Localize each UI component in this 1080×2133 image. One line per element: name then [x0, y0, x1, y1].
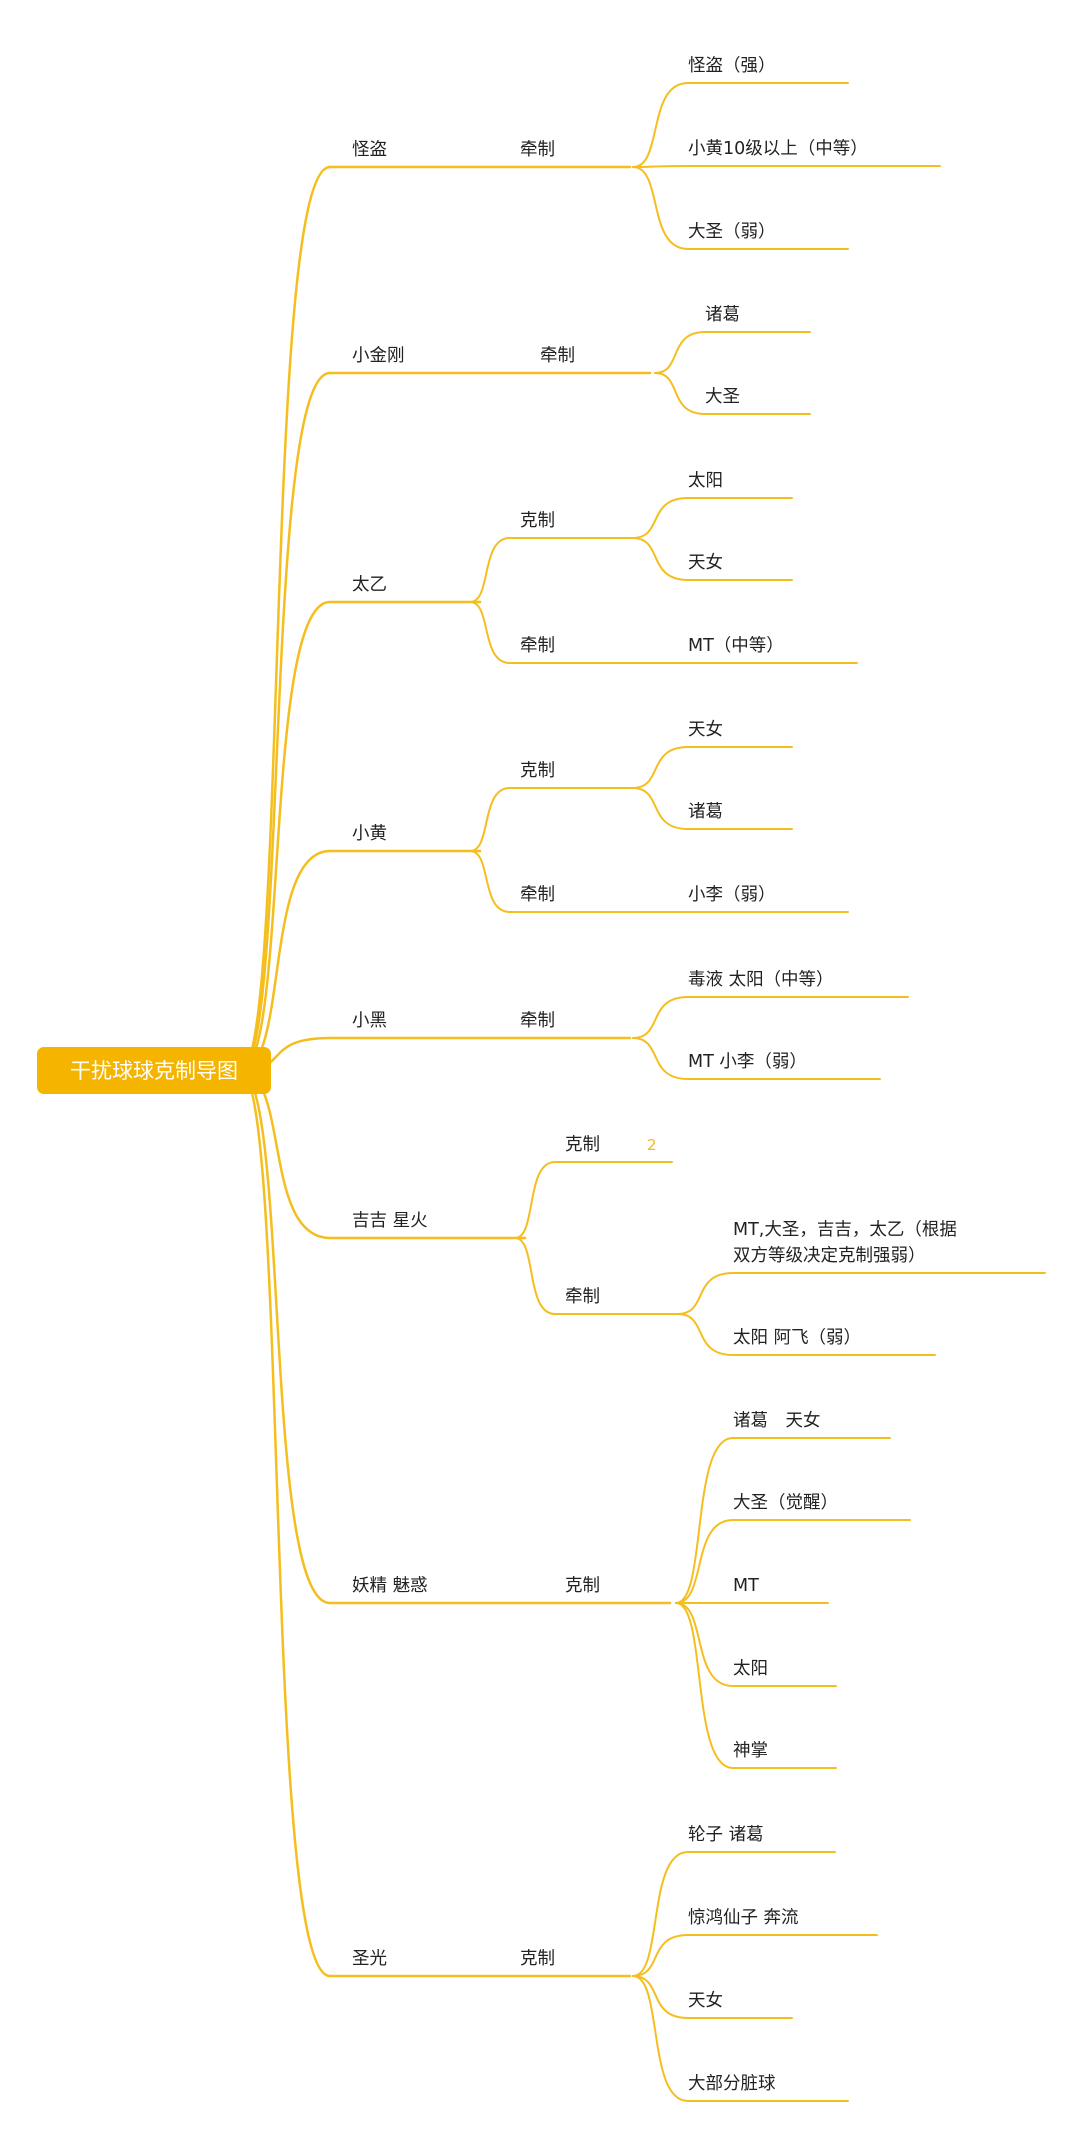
relation-connector-jiji-xinghuo-1 — [514, 1237, 556, 1315]
relation-holy-light-0[interactable]: 克制 — [520, 1949, 555, 1969]
target-node[interactable]: 太阳 — [733, 1659, 768, 1679]
target-node[interactable]: 大圣（觉醒） — [733, 1493, 838, 1513]
relation-taiyi-0[interactable]: 克制 — [520, 511, 555, 531]
target-node[interactable]: MT — [733, 1576, 759, 1596]
target-node[interactable]: 大部分脏球 — [688, 2074, 776, 2094]
target-node[interactable]: 诸葛 — [688, 802, 723, 822]
target-node[interactable]: MT 小李（弱） — [688, 1052, 807, 1072]
target-node[interactable]: 天女 — [688, 553, 723, 573]
target-node[interactable]: 大圣（弱） — [688, 222, 776, 242]
root-node-label: 干扰球球克制导图 — [70, 1059, 238, 1083]
branch-jiji-xinghuo[interactable]: 吉吉 星火 — [352, 1211, 428, 1231]
target-connector-thief-0-1 — [632, 165, 689, 168]
target-connector-holy-light-0-1 — [632, 1934, 689, 1977]
branch-xiaohuang[interactable]: 小黄 — [352, 824, 387, 844]
branch-connector-holy-light — [238, 1069, 332, 1978]
target-connector-fairy-charm-0-1 — [675, 1519, 734, 1604]
relation-connector-taiyi-1 — [469, 601, 511, 664]
target-node[interactable]: 小李（弱） — [688, 885, 776, 905]
target-node[interactable]: 怪盗（强） — [688, 56, 776, 76]
target-connector-thief-0-0 — [632, 82, 689, 168]
relation-xiaohei-0[interactable]: 牵制 — [520, 1011, 555, 1031]
branch-connector-thief — [238, 165, 332, 1073]
target-connector-taiyi-0-0 — [632, 497, 689, 539]
target-node[interactable]: 太阳 阿飞（弱） — [733, 1328, 861, 1348]
target-node[interactable]: 诸葛 天女 — [733, 1411, 821, 1431]
branch-connector-fairy-charm — [238, 1069, 332, 1605]
target-node[interactable]: 大圣 — [705, 387, 740, 407]
relation-jiji-xinghuo-1[interactable]: 牵制 — [565, 1287, 600, 1307]
target-connector-xiaohuang-0-1 — [632, 787, 689, 830]
branch-taiyi[interactable]: 太乙 — [352, 575, 387, 595]
target-connector-xiaohuang-0-0 — [632, 746, 689, 789]
target-connector-xiaohei-0-0 — [632, 996, 689, 1039]
target-node[interactable]: 惊鸿仙子 奔流 — [688, 1908, 799, 1928]
target-connector-fairy-charm-0-3 — [675, 1602, 734, 1687]
branch-fairy-charm[interactable]: 妖精 魅惑 — [352, 1576, 428, 1596]
target-connector-jiji-xinghuo-1-0 — [677, 1272, 734, 1315]
relation-thief-0[interactable]: 牵制 — [520, 140, 555, 160]
branch-little-kingkong[interactable]: 小金刚 — [352, 346, 405, 366]
target-connector-holy-light-0-2 — [632, 1975, 689, 2019]
count-badge: 2 — [647, 1136, 657, 1154]
relation-xiaohuang-1[interactable]: 牵制 — [520, 885, 555, 905]
target-node[interactable]: 轮子 诸葛 — [688, 1825, 764, 1845]
target-connector-holy-light-0-3 — [632, 1975, 689, 2102]
relation-connector-jiji-xinghuo-0 — [514, 1161, 556, 1239]
branch-xiaohei[interactable]: 小黑 — [352, 1011, 387, 1031]
target-node[interactable]: 天女 — [688, 720, 723, 740]
node-layer: 怪盗牵制怪盗（强）小黄10级以上（中等）大圣（弱）小金刚牵制诸葛大圣太乙克制太阳… — [352, 56, 957, 2094]
branch-connector-little-kingkong — [238, 371, 332, 1073]
branch-holy-light[interactable]: 圣光 — [352, 1949, 387, 1969]
root-node-box — [37, 1047, 271, 1094]
target-connector-thief-0-2 — [632, 166, 689, 250]
relation-connector-xiaohuang-0 — [469, 787, 511, 852]
target-node[interactable]: MT,大圣，吉吉，太乙（根据双方等级决定克制强弱） — [733, 1220, 957, 1266]
relation-connector-taiyi-0 — [469, 537, 511, 603]
relation-fairy-charm-0[interactable]: 克制 — [565, 1576, 600, 1596]
target-connector-xiaohei-0-1 — [632, 1037, 689, 1080]
branch-connector-taiyi — [238, 600, 332, 1073]
target-connector-taiyi-0-1 — [632, 537, 689, 581]
branch-thief[interactable]: 怪盗 — [352, 140, 387, 160]
relation-connector-xiaohuang-1 — [469, 850, 511, 913]
target-connector-little-kingkong-0-1 — [654, 372, 706, 415]
target-connector-holy-light-0-0 — [632, 1851, 689, 1977]
target-node[interactable]: MT（中等） — [688, 636, 784, 656]
relation-little-kingkong-0[interactable]: 牵制 — [540, 346, 575, 366]
relation-jiji-xinghuo-0[interactable]: 克制 — [565, 1135, 600, 1155]
root-node[interactable]: 干扰球球克制导图 — [37, 1047, 271, 1094]
relation-xiaohuang-0[interactable]: 克制 — [520, 761, 555, 781]
target-node[interactable]: 神掌 — [733, 1741, 768, 1761]
target-node[interactable]: 太阳 — [688, 471, 723, 491]
target-connector-little-kingkong-0-0 — [654, 331, 706, 374]
target-node[interactable]: 毒液 太阳（中等） — [688, 970, 834, 990]
target-connector-fairy-charm-0-0 — [675, 1437, 734, 1604]
target-node[interactable]: 小黄10级以上（中等） — [688, 139, 868, 159]
target-connector-fairy-charm-0-4 — [675, 1602, 734, 1769]
target-node[interactable]: 天女 — [688, 1991, 723, 2011]
connector-lines — [238, 82, 1046, 2102]
target-node[interactable]: 诸葛 — [705, 305, 740, 325]
target-connector-jiji-xinghuo-1-1 — [677, 1313, 734, 1356]
relation-taiyi-1[interactable]: 牵制 — [520, 636, 555, 656]
